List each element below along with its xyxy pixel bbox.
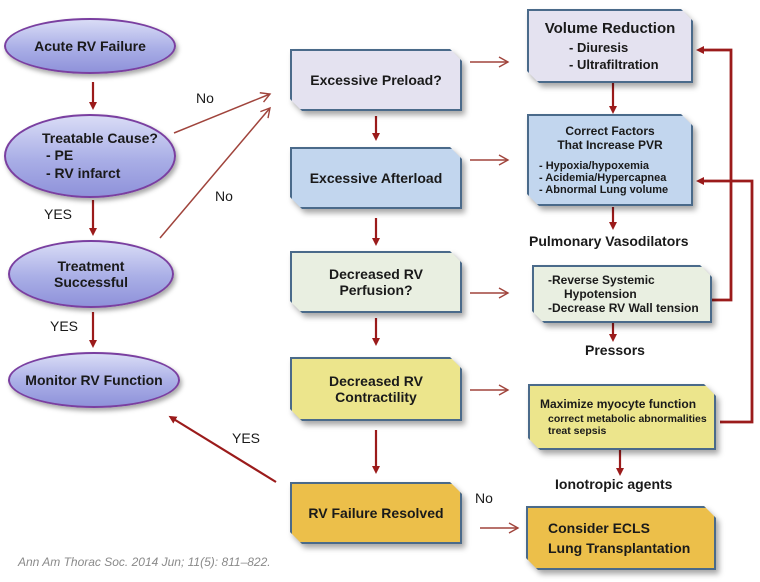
volume-reduction-node: Volume Reduction - Diuresis - Ultrafiltr… xyxy=(527,9,693,83)
ionotropic-agents-label: Ionotropic agents xyxy=(555,476,673,492)
monitor-rv-function-label: Monitor RV Function xyxy=(25,372,163,388)
consider-ecls-line: Consider ECLS xyxy=(548,520,650,536)
treatable-cause-node: Treatable Cause? - PE - RV infarct xyxy=(4,114,176,198)
volume-reduction-title: Volume Reduction xyxy=(544,20,676,37)
volume-reduction-item: - Diuresis xyxy=(569,40,629,55)
decreased-perfusion-node: Decreased RV Perfusion? xyxy=(290,251,462,313)
treatable-cause-item: - RV infarct xyxy=(46,165,121,181)
acute-rv-failure-node: Acute RV Failure xyxy=(4,18,176,74)
acute-rv-failure-label: Acute RV Failure xyxy=(34,38,146,54)
correct-factors-title: That Increase PVR xyxy=(557,138,663,152)
decreased-perfusion-line: Decreased RV xyxy=(329,266,423,282)
treatment-successful-line: Treatment xyxy=(57,258,125,274)
maximize-myocyte-item: treat sepsis xyxy=(548,425,607,437)
decreased-contractility-line: Decreased RV xyxy=(329,373,423,389)
correct-factors-item: - Hypoxia/hypoxemia xyxy=(539,160,650,172)
arrow-treatable-no xyxy=(173,92,272,134)
treatment-successful-node: Treatment Successful xyxy=(8,240,174,308)
decreased-contractility-line: Contractility xyxy=(335,389,417,405)
perfusion-actions-line: Hypotension xyxy=(564,287,637,301)
treatable-cause-item: - PE xyxy=(46,147,74,163)
maximize-myocyte-title: Maximize myocyte function xyxy=(540,397,697,411)
perfusion-actions-line: -Reverse Systemic xyxy=(548,273,655,287)
excessive-preload-node: Excessive Preload? xyxy=(290,49,462,111)
rv-failure-resolved-label: RV Failure Resolved xyxy=(308,505,444,521)
edge-label-no-treatment: No xyxy=(215,188,233,204)
edge-label-yes-treatment: YES xyxy=(50,318,79,334)
maximize-myocyte-node: Maximize myocyte function correct metabo… xyxy=(528,384,716,450)
consider-ecls-line: Lung Transplantation xyxy=(548,540,691,556)
monitor-rv-function-node: Monitor RV Function xyxy=(8,352,180,408)
excessive-preload-label: Excessive Preload? xyxy=(310,72,442,88)
decreased-contractility-node: Decreased RV Contractility xyxy=(290,357,462,421)
correct-factors-item: - Abnormal Lung volume xyxy=(539,184,669,196)
edge-label-no-resolved: No xyxy=(475,490,493,506)
decreased-perfusion-line: Perfusion? xyxy=(339,282,413,298)
edge-label-yes-resolved: YES xyxy=(232,430,261,446)
treatable-cause-title: Treatable Cause? xyxy=(42,130,158,146)
perfusion-actions-line: -Decrease RV Wall tension xyxy=(548,301,699,315)
correct-factors-title: Correct Factors xyxy=(565,124,655,138)
edge-label-yes-treatable: YES xyxy=(44,206,73,222)
treatment-successful-line: Successful xyxy=(54,274,128,290)
feedback-perfusion-to-volume xyxy=(696,46,733,302)
arrow-treatment-no xyxy=(159,106,271,239)
rv-failure-resolved-node: RV Failure Resolved xyxy=(290,482,462,544)
perfusion-actions-node: -Reverse Systemic Hypotension -Decrease … xyxy=(532,265,712,323)
arrow-resolved-yes-to-monitor xyxy=(168,415,277,483)
consider-ecls-node: Consider ECLS Lung Transplantation xyxy=(526,506,716,570)
edge-label-no-treatable: No xyxy=(196,90,214,106)
pulmonary-vasodilators-label: Pulmonary Vasodilators xyxy=(529,233,689,249)
citation: Ann Am Thorac Soc. 2014 Jun; 11(5): 811–… xyxy=(18,555,271,569)
correct-factors-node: Correct Factors That Increase PVR - Hypo… xyxy=(527,114,693,206)
maximize-myocyte-item: correct metabolic abnormalities xyxy=(548,413,707,425)
volume-reduction-item: - Ultrafiltration xyxy=(569,57,659,72)
excessive-afterload-label: Excessive Afterload xyxy=(309,170,443,186)
excessive-afterload-node: Excessive Afterload xyxy=(290,147,462,209)
correct-factors-item: - Acidemia/Hypercapnea xyxy=(539,172,667,184)
pressors-label: Pressors xyxy=(585,342,645,358)
